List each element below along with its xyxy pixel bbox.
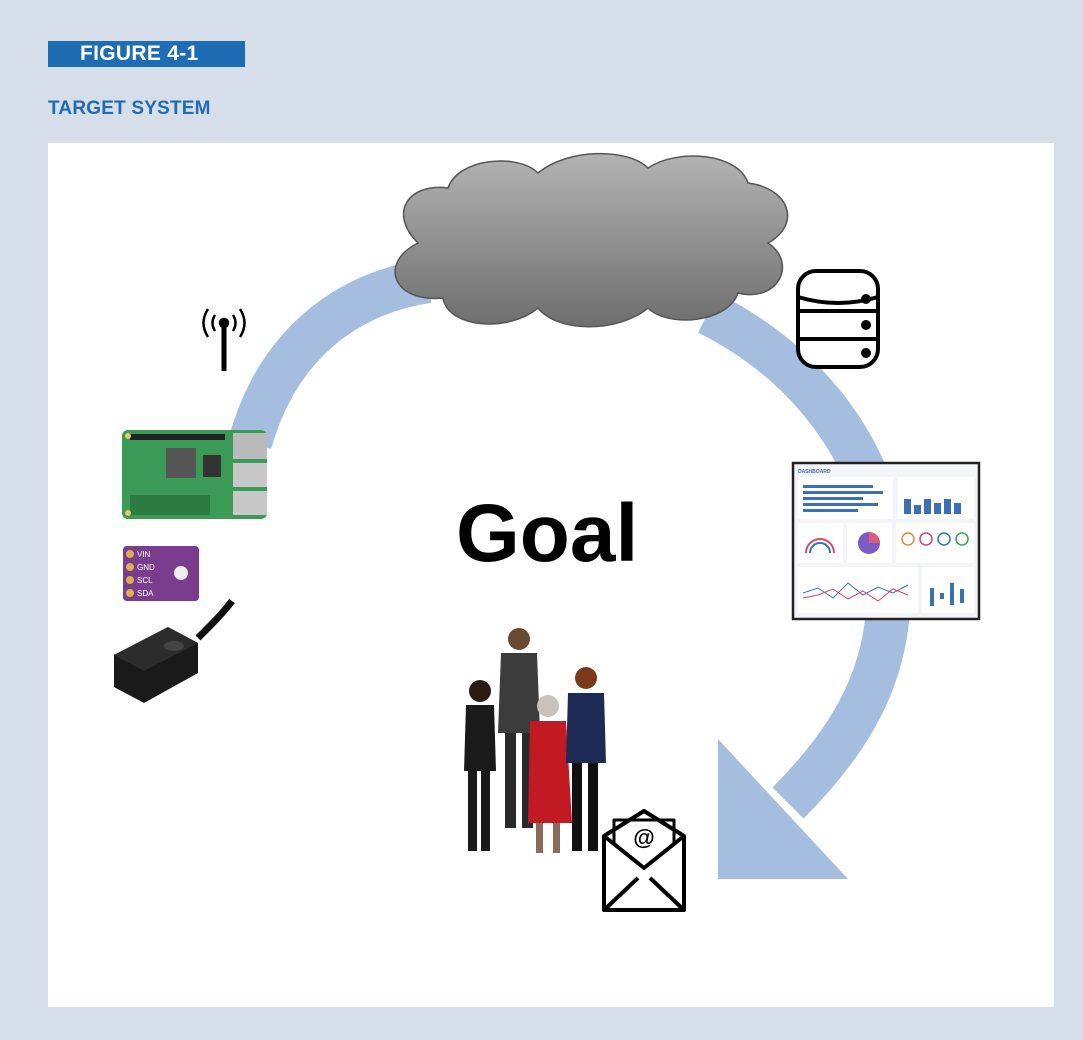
- sensor-board: VIN GND SCL SDA: [123, 546, 199, 601]
- goal-label: Goal: [456, 488, 639, 579]
- antenna-icon: [202, 308, 246, 371]
- people-icon: [464, 628, 606, 853]
- pin-label-sda: SDA: [137, 589, 154, 598]
- pin-label-gnd: GND: [137, 563, 155, 572]
- pin-label-scl: SCL: [137, 576, 153, 585]
- cloud-icon: [394, 152, 789, 328]
- diagram-canvas: DASHBOARD: [114, 152, 981, 912]
- figure-label: FIGURE 4-1: [48, 41, 245, 67]
- svg-text:@: @: [633, 825, 654, 850]
- dashboard-icon: DASHBOARD: [791, 461, 981, 621]
- pin-label-vin: VIN: [137, 550, 151, 559]
- raspberry-pi-board: [122, 430, 267, 519]
- database-icon: [796, 269, 880, 369]
- diagram-panel: DASHBOARD: [48, 143, 1054, 1007]
- dashboard-heading: DASHBOARD: [798, 469, 831, 475]
- figure-title: TARGET SYSTEM: [48, 98, 211, 119]
- proximity-sensor: [114, 598, 235, 703]
- email-icon: @: [602, 809, 686, 912]
